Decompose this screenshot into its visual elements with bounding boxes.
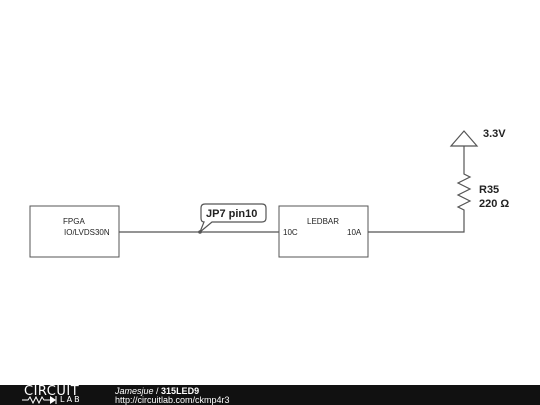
fpga-component[interactable]: FPGA IO/LVDS30N (29, 205, 120, 258)
ledbar-component[interactable]: LEDBAR 10C 10A (278, 205, 369, 258)
author-name[interactable]: Jamesjue (115, 386, 154, 396)
logo-text-bottom: LAB (60, 395, 82, 404)
resistor-r35[interactable]: R35 220 Ω (456, 172, 509, 212)
circuitlab-logo[interactable]: CIRCUIT LAB (20, 384, 104, 405)
credit-separator: / (153, 386, 162, 396)
resistor-zigzag (456, 172, 472, 212)
net-label-dot (198, 230, 202, 234)
circuit-url[interactable]: http://circuitlab.com/ckmp4r3 (115, 395, 230, 405)
logo-text-top: CIRCUIT (24, 384, 80, 399)
net-label[interactable]: JP7 pin10 (198, 203, 267, 234)
supply-label: 3.3V (483, 128, 506, 140)
net-label-flag (199, 203, 267, 233)
ledbar-pin-right: 10A (347, 228, 362, 237)
ledbar-body (278, 205, 369, 258)
fpga-name: FPGA (63, 217, 85, 226)
circuit-title[interactable]: 315LED9 (161, 386, 200, 396)
ledbar-pin-left: 10C (283, 228, 298, 237)
resistor-ref: R35 (479, 184, 499, 196)
wire-ledbar-resistor (368, 212, 465, 233)
fpga-pin-label: IO/LVDS30N (64, 228, 110, 237)
resistor-logo-icon (22, 395, 57, 404)
schematic-canvas: FPGA IO/LVDS30N JP7 pin10 LEDBAR 10C 10A… (29, 128, 509, 258)
footer-bar: CIRCUIT LAB Jamesjue / 315LED9 http://ci… (0, 384, 540, 405)
supply-3v3[interactable]: 3.3V (449, 128, 506, 147)
supply-triangle-icon (449, 130, 479, 147)
footer-credit: Jamesjue / 315LED9 (115, 386, 199, 396)
resistor-value: 220 Ω (479, 198, 509, 210)
net-label-text: JP7 pin10 (206, 208, 257, 220)
ledbar-name: LEDBAR (307, 217, 339, 226)
fpga-body (29, 205, 120, 258)
